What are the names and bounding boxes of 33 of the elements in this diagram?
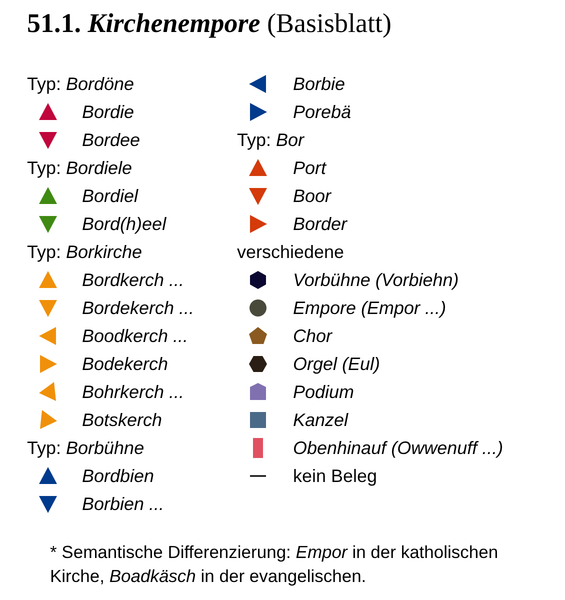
legend-label: kein Beleg [293, 465, 378, 487]
legend-label: Bord(h)eel [82, 213, 166, 235]
legend-label: Borbien ... [82, 493, 164, 515]
legend-label: Border [293, 213, 348, 235]
legend-label: Port [293, 157, 326, 179]
legend-label: Bordbien [82, 465, 154, 487]
legend-label: Botskerch [82, 409, 162, 431]
legend-label: Bodekerch [82, 353, 168, 375]
legend-label: Orgel (Eul) [293, 353, 380, 375]
legend-label: Bordiel [82, 185, 138, 207]
group-heading: Typ: Bordöne [27, 73, 134, 95]
legend-label: Podium [293, 381, 354, 403]
title: 51.1. Kirchenempore (Basisblatt) [27, 8, 392, 39]
legend-label: Bordie [82, 101, 134, 123]
legend-label: Boor [293, 185, 332, 207]
legend-label: Porebä [293, 101, 352, 123]
group-heading: Typ: Borbühne [27, 437, 144, 459]
legend-label: Bohrkerch ... [82, 381, 184, 403]
legend-label: Chor [293, 325, 332, 347]
legend-label: Bordkerch ... [82, 269, 184, 291]
group-heading: Typ: Bordiele [27, 157, 132, 179]
legend-label: Vorbühne (Vorbiehn) [293, 269, 459, 291]
group-heading: Typ: Bor [237, 129, 304, 151]
group-heading: verschiedene [237, 241, 344, 263]
legend-label: Obenhinauf (Owwenuff ...) [293, 437, 504, 459]
legend-label: Boodkerch ... [82, 325, 188, 347]
legend-label: Bordekerch ... [82, 297, 194, 319]
group-heading: Typ: Borkirche [27, 241, 142, 263]
legend-label: Kanzel [293, 409, 348, 431]
legend-label: Empore (Empor ...) [293, 297, 446, 319]
legend-label: Borbie [293, 73, 346, 95]
footnote: * Semantische Differenzierung: Empor in der katholischen Kirche, Boadkäsch in der evangelischen. [50, 541, 500, 588]
legend-label: Bordee [82, 129, 140, 151]
